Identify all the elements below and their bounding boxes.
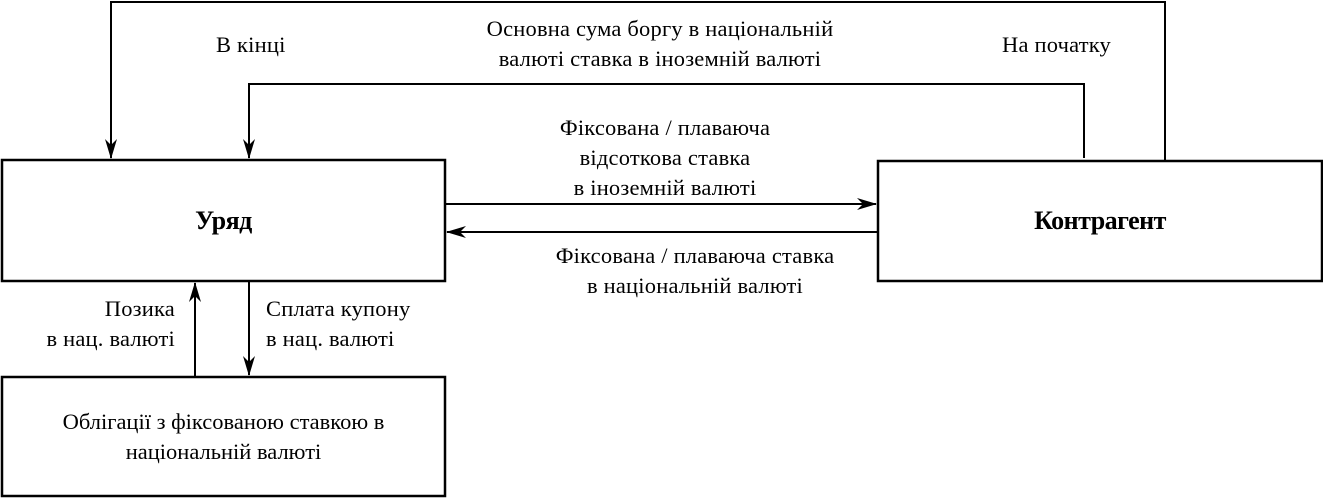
loan-label-line1: Позика	[104, 296, 175, 321]
national-rate-label-line1: Фіксована / плаваюча ставка	[555, 243, 835, 268]
foreign-rate-label-line1: Фіксована / плаваюча	[559, 115, 771, 140]
bonds-label-line1: Облігації з фіксованою ставкою в	[62, 408, 385, 434]
coupon-label-line1: Сплата купону	[266, 296, 411, 321]
end-label: В кінці	[216, 32, 286, 57]
foreign-rate-label-line2: відсоткова ставка	[579, 145, 751, 170]
principal-label-line1: Основна сума боргу в національній	[486, 16, 834, 41]
government-box	[0, 158, 447, 283]
principal-label-line2: валюті ставка в іноземній валюті	[498, 46, 822, 71]
foreign-rate-label-line3: в іноземній валюті	[573, 175, 757, 200]
beginning-principal-arrow	[243, 83, 1085, 159]
bonds-label-line2: національній валюті	[125, 438, 322, 464]
foreign-rate-label: Фіксована / плаваюча відсоткова ставка в…	[500, 113, 830, 203]
beginning-label: На початку	[1002, 32, 1111, 57]
principal-label: Основна сума боргу в національній валюті…	[400, 14, 920, 74]
government-label: Уряд	[195, 205, 252, 235]
national-rate-label: Фіксована / плаваюча ставка в національн…	[490, 241, 900, 301]
bonds-box	[0, 375, 447, 498]
coupon-label: Сплата купону в нац. валюті	[266, 294, 410, 354]
loan-label-line2: в нац. валюті	[46, 326, 175, 351]
bonds-label: Облігації з фіксованою ставкою в націона…	[2, 377, 445, 496]
loan-label: Позика в нац. валюті	[0, 294, 175, 354]
end-principal-arrow	[105, 1, 1166, 160]
coupon-label-line2: в нац. валюті	[266, 326, 395, 351]
counterparty-label: Контрагент	[1034, 206, 1166, 235]
counterparty-box	[876, 159, 1323, 283]
national-rate-label-line2: в національній валюті	[586, 273, 804, 298]
